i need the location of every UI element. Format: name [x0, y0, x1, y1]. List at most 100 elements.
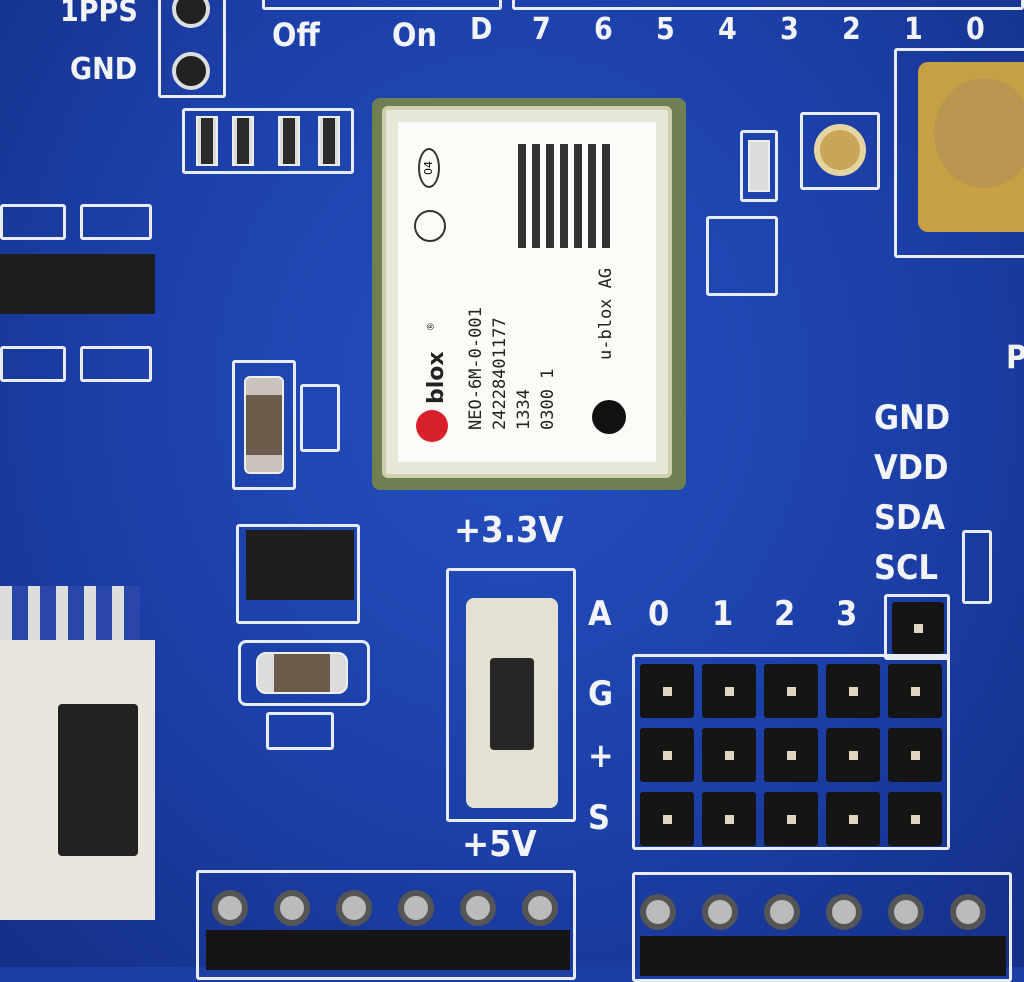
label-col-3: 3 [836, 594, 858, 634]
component-outline [80, 204, 152, 240]
component-outline [0, 204, 66, 240]
label-i2c-scl: SCL [874, 548, 938, 588]
header-pin[interactable] [764, 664, 818, 718]
pin-row-outline [512, 0, 1024, 10]
label-row-plus: + [588, 736, 614, 776]
registered-mark: ® [424, 323, 437, 330]
label-3: 3 [780, 12, 799, 47]
label-i2c-gnd: GND [874, 398, 951, 438]
lot-code: 0300 1 [538, 368, 558, 430]
header-pin[interactable] [888, 728, 942, 782]
label-col-2: 2 [774, 594, 796, 634]
label-col-1: 1 [712, 594, 734, 634]
switch-outline [262, 0, 502, 10]
pin1-dot [592, 400, 626, 434]
transistor-pair [0, 254, 155, 314]
resistor [232, 116, 254, 166]
header-pin[interactable] [826, 664, 880, 718]
badge: 04 [418, 148, 440, 188]
label-row-a: A [588, 594, 612, 634]
datamatrix-code [518, 144, 614, 248]
label-5v: +5V [462, 824, 537, 865]
label-on: On [392, 16, 437, 54]
header-pad [274, 890, 310, 926]
header-extra-outline [884, 594, 950, 660]
ublox-logo-icon [416, 410, 448, 442]
header-pad [702, 894, 738, 930]
pad-gnd [172, 52, 210, 90]
component-outline [706, 216, 778, 296]
component-outline [238, 640, 370, 706]
header-pin[interactable] [764, 728, 818, 782]
header-pin[interactable] [640, 792, 694, 846]
component-outline [0, 346, 66, 382]
header-pad [764, 894, 800, 930]
label-row-g: G [588, 674, 614, 714]
sma-outline [894, 48, 1024, 258]
maker: u-blox AG [596, 267, 616, 360]
serial-number: 24228401177 [490, 317, 510, 430]
label-row-s: S [588, 798, 611, 838]
header-pin[interactable] [888, 792, 942, 846]
header-pin[interactable] [702, 664, 756, 718]
label-i2c-vdd: VDD [874, 448, 949, 488]
header-pad [826, 894, 862, 930]
component-outline [80, 346, 152, 382]
header-pad [522, 890, 558, 926]
header-pin[interactable] [640, 728, 694, 782]
label-off: Off [272, 16, 320, 54]
header-pin[interactable] [888, 664, 942, 718]
brand: blox [424, 351, 449, 404]
bottom-header-right [640, 936, 1006, 976]
header-pin[interactable] [892, 602, 944, 654]
pb-free-icon [414, 210, 446, 242]
header-pad [950, 894, 986, 930]
label-d: D [470, 12, 493, 47]
label-gnd: GND [70, 52, 138, 87]
voltage-regulator [246, 530, 354, 600]
ufl-outline [800, 112, 880, 190]
resistor [196, 116, 218, 166]
sd-card-pins [0, 586, 140, 642]
header-pad [888, 894, 924, 930]
label-6: 6 [594, 12, 613, 47]
label-1pps: 1PPS [60, 0, 138, 29]
date-code: 1334 [514, 389, 534, 430]
label-4: 4 [718, 12, 737, 47]
header-pad [336, 890, 372, 926]
pad-1pps [172, 0, 210, 28]
resistor [278, 116, 300, 166]
header-pad [640, 894, 676, 930]
component-outline [300, 384, 340, 452]
inductor-outline [232, 360, 296, 490]
header-pin[interactable] [702, 792, 756, 846]
capacitor [748, 140, 770, 192]
header-pin[interactable] [826, 728, 880, 782]
header-pin[interactable] [702, 728, 756, 782]
switch-slider[interactable] [490, 658, 534, 750]
label-i2c-sda: SDA [874, 498, 946, 538]
header-pin[interactable] [826, 792, 880, 846]
pps-header-outline [158, 0, 226, 98]
header-pad [460, 890, 496, 926]
label-2: 2 [842, 12, 861, 47]
capacitor [256, 652, 348, 694]
resistor [318, 116, 340, 166]
bottom-header-left [206, 930, 570, 970]
header-pad [212, 890, 248, 926]
label-0: 0 [966, 12, 985, 47]
header-grid-outline [632, 654, 950, 850]
label-7: 7 [532, 12, 551, 47]
voltage-switch-outline [446, 568, 576, 822]
header-pin[interactable] [640, 664, 694, 718]
component-outline [740, 130, 778, 202]
header-pin[interactable] [764, 792, 818, 846]
label-p: P [1006, 338, 1024, 376]
sma-center [934, 78, 1024, 188]
resistor-array-outline [182, 108, 354, 174]
label-3v3: +3.3V [454, 510, 564, 551]
label-1: 1 [904, 12, 923, 47]
label-col-0: 0 [648, 594, 670, 634]
sd-card-spring [58, 704, 138, 856]
regulator-outline [236, 524, 360, 624]
